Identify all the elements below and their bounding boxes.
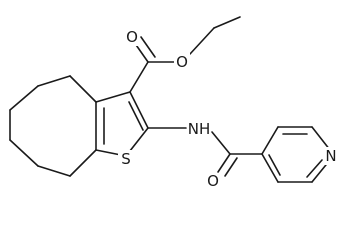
atom-label-amide-o: O	[207, 172, 219, 190]
bond-pyr-c2-n	[311, 126, 331, 151]
cyclooctane-ring	[9, 75, 97, 177]
thiophene-ring	[95, 91, 149, 157]
bond-c3-c2	[129, 91, 149, 129]
bond-nh-camide	[211, 131, 231, 155]
atom-label-amide-nh: NH	[188, 120, 211, 138]
bond-c4-c5	[69, 75, 97, 103]
atom-label-pyridine-n: N	[325, 147, 336, 165]
molecule-structure-diagram: O O NH S O N	[9, 16, 339, 190]
bond-pyr-c5-c4	[261, 153, 279, 183]
bond-c3-ccarbonyl	[129, 61, 149, 93]
atom-bg-s	[118, 150, 134, 168]
bond-c3a-c3	[95, 91, 131, 103]
bond-c5-c6	[37, 75, 71, 87]
bond-camide-o	[217, 153, 231, 173]
atom-bg-o-ether	[174, 53, 190, 71]
atom-labels: O O NH S O N	[118, 28, 339, 190]
bond-c9-c10	[37, 165, 71, 177]
bond-carbonyl-o-double	[140, 36, 156, 58]
atom-label-ester-o-ether: O	[176, 53, 188, 71]
bond-c2-c3-double	[128, 101, 144, 131]
bond-pyr-n-c6-double	[306, 159, 323, 178]
bond-camide-o-double	[224, 157, 238, 177]
bond-pyr-c4-c3	[261, 126, 279, 155]
atom-label-thiophene-s: S	[121, 150, 131, 168]
bond-ch2-ch3	[213, 16, 241, 29]
atom-bg-n	[323, 147, 339, 165]
bond-pyr-c5-c4-double	[268, 154, 281, 176]
bond-c10-c11	[69, 149, 97, 177]
bond-oether-ch2	[189, 27, 215, 55]
amide-group	[147, 127, 263, 177]
pyridine-ring	[261, 126, 331, 183]
bond-c8-c9	[9, 139, 39, 167]
atom-bg-o-carbonyl	[124, 28, 140, 46]
bond-c6-c7	[9, 85, 39, 111]
atom-label-ester-o-carbonyl: O	[126, 28, 138, 46]
ethyl-ester-group	[129, 16, 241, 93]
